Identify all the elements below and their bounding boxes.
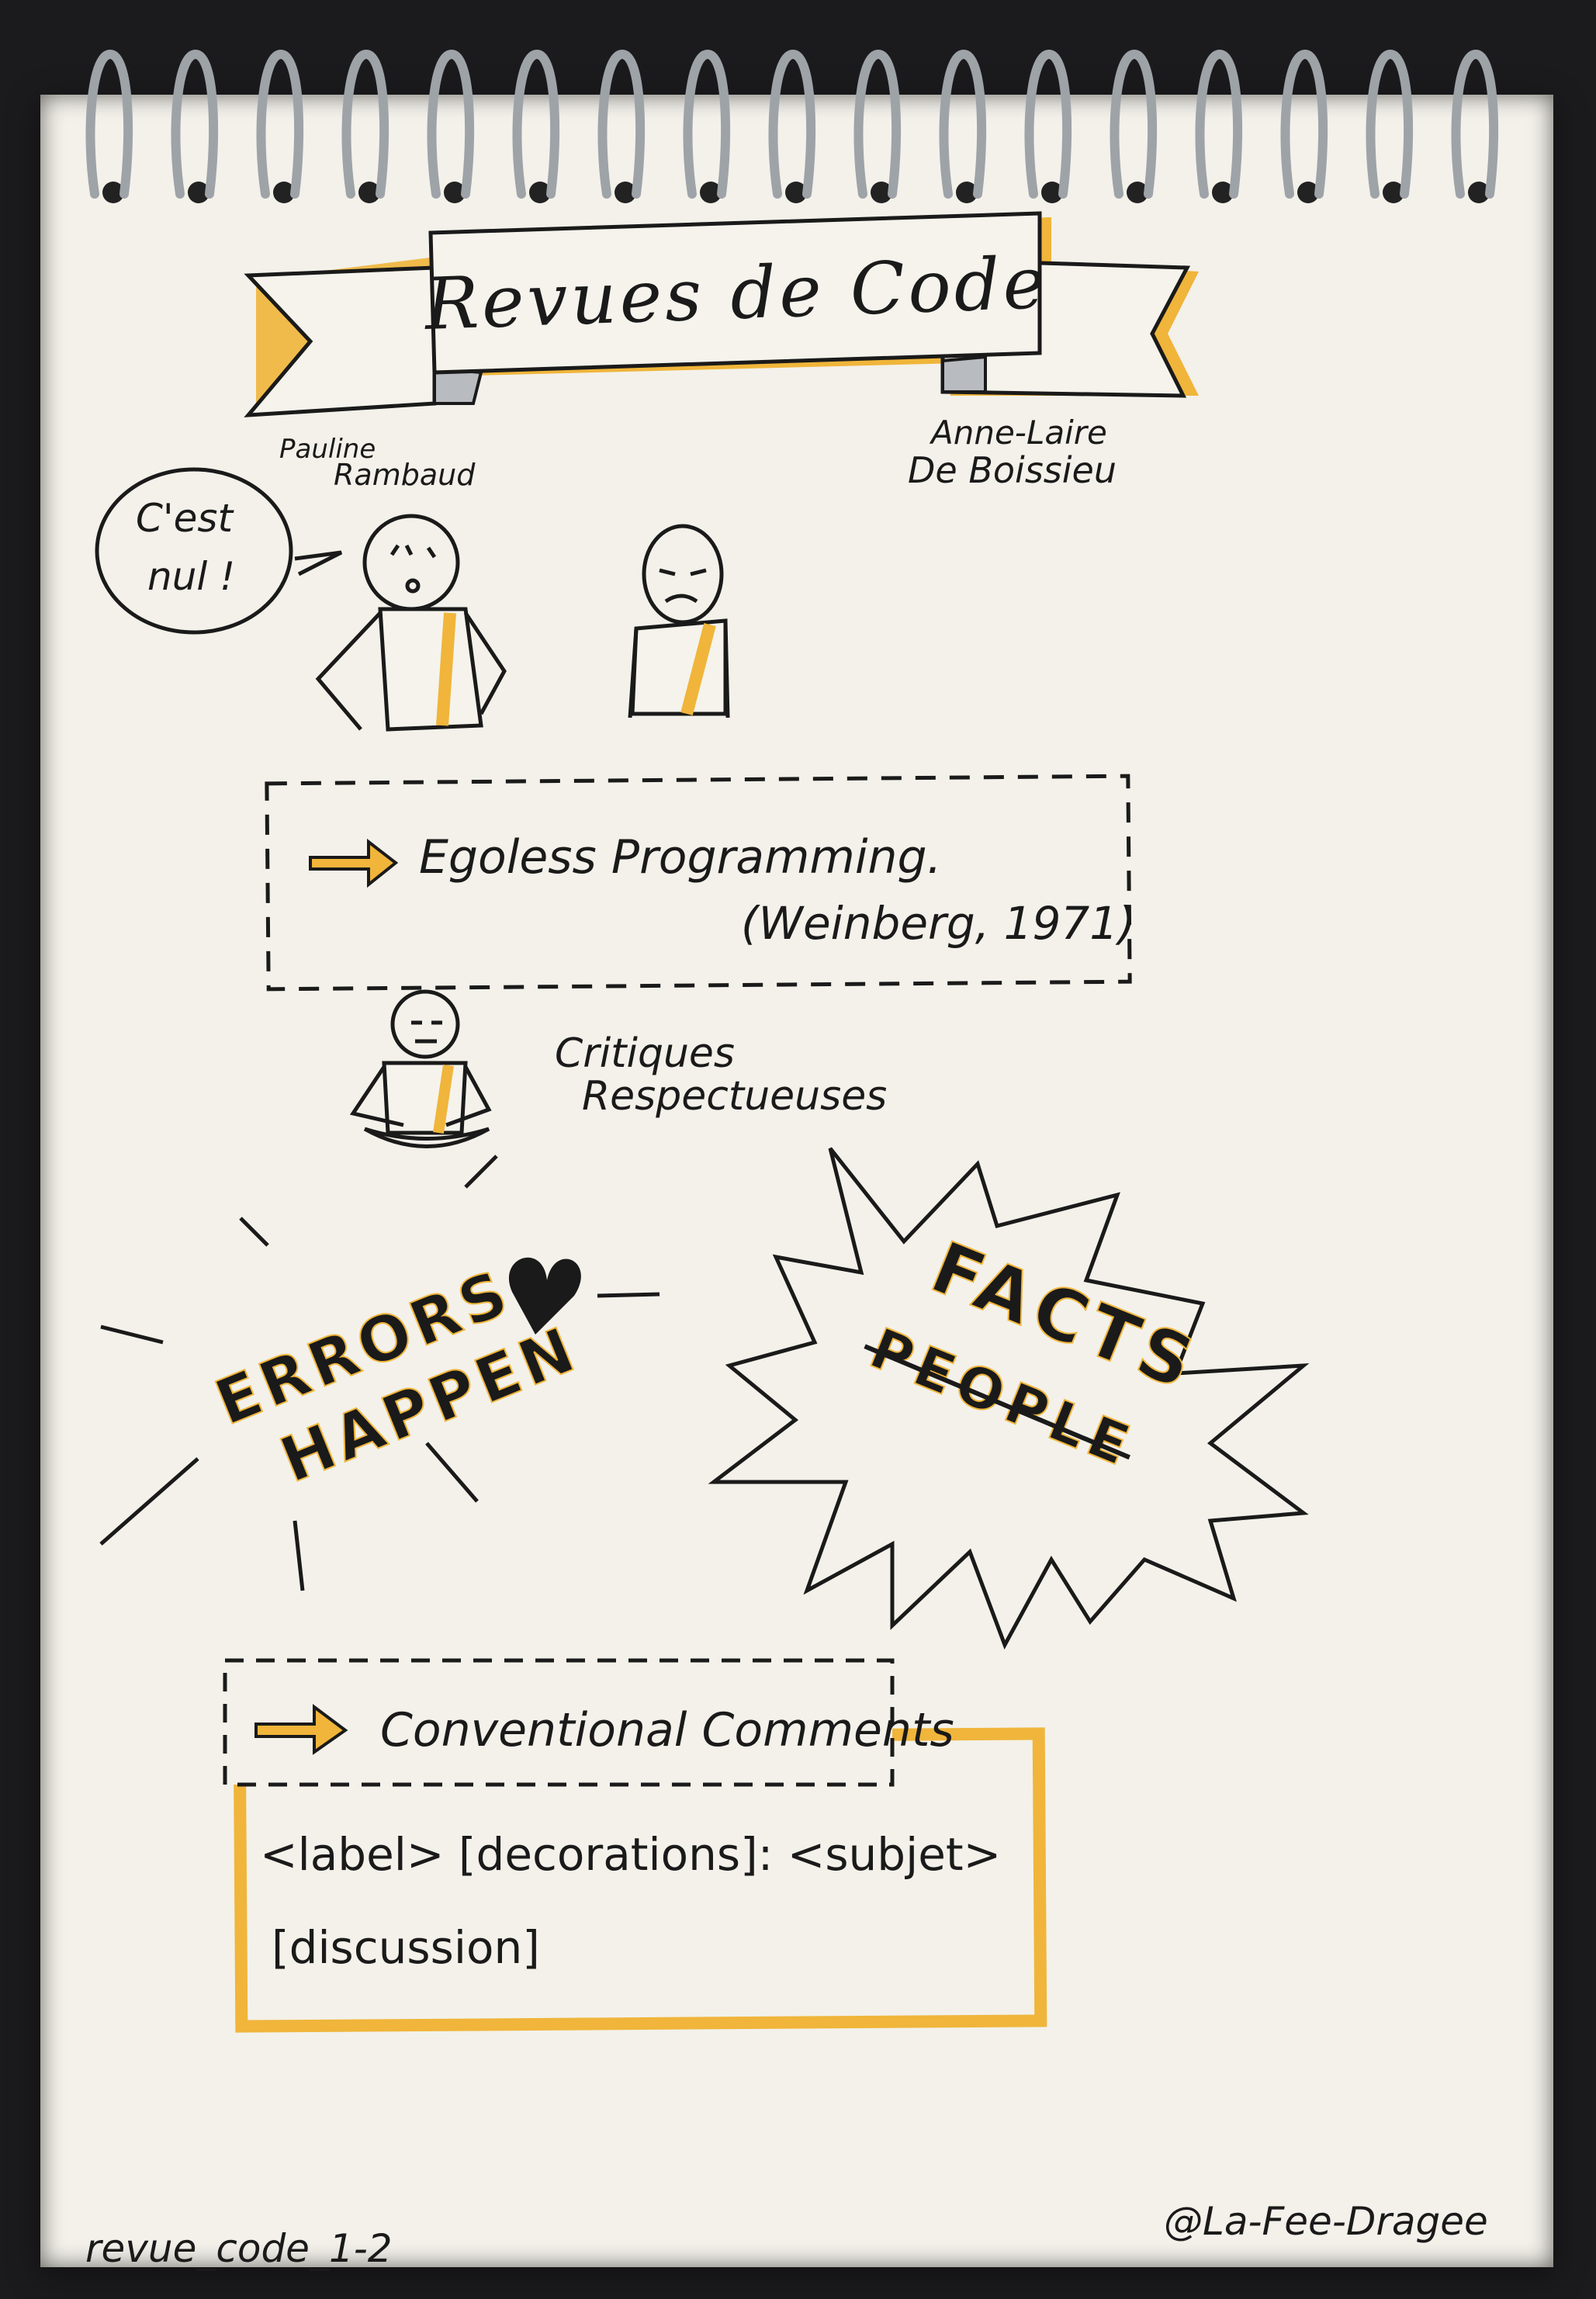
arrow-icon [254,1704,348,1755]
binding-ring [1110,49,1158,199]
person-figure-icon [315,514,507,732]
binding-ring [939,49,987,199]
banner-ribbon-icon: Revues de Code [244,211,1199,417]
arrow-icon [309,838,399,888]
binding-ring [427,49,475,199]
binding-hole [615,182,636,203]
binding-hole [358,182,380,203]
person-figure-icon [349,989,492,1148]
binding-hole [785,182,807,203]
burst-lines [99,1155,660,1591]
binding-hole [1127,182,1148,203]
binding-hole [444,182,466,203]
binding-ring [1195,49,1243,199]
binding-ring [256,49,304,199]
binding-ring [1024,49,1072,199]
binding-ring [512,49,560,199]
binding-ring [341,49,389,199]
binding-ring [853,49,902,199]
binding-ring [1280,49,1328,199]
binding-ring [597,49,646,199]
binding-hole [1212,182,1234,203]
binding-hole [273,182,295,203]
binding-hole [1468,182,1490,203]
binding-hole [188,182,209,203]
binding-ring [683,49,731,199]
binding-ring [85,49,133,199]
person-figure-icon [628,524,730,718]
spiral-binding-icon [85,49,1499,203]
critiques-line-2: Respectueuses [582,1073,887,1120]
binding-hole [1041,182,1063,203]
binding-ring [768,49,816,199]
conventional-line-1: <label> [decorations]: <subjet> [260,1828,1001,1881]
conventional-label: Conventional Comments [380,1703,954,1757]
binding-hole [700,182,722,203]
heart-icon [508,1257,581,1335]
speech-bubble: C'est nul ! [95,467,343,635]
binding-hole [956,182,978,203]
binding-hole [1297,182,1319,203]
binding-ring [1366,49,1414,199]
binding-hole [1383,182,1404,203]
egoless-citation: (Weinberg, 1971) [741,897,1136,950]
strikethrough [864,1344,1130,1460]
binding-hole [102,182,124,203]
notebook-page [40,95,1553,2267]
bubble-line-1: C'est [136,496,234,541]
footer-right: @La-Fee-Dragee [1164,2199,1488,2244]
bubble-line-2: nul ! [147,554,235,599]
binding-ring [171,49,219,199]
explosion-burst-icon [708,1147,1310,1650]
conventional-line-2: [discussion] [272,1921,540,1974]
footer-left: revue_code_1-2 [85,2226,393,2271]
egoless-label: Egoless Programming. [419,830,942,885]
author-left-last: Rambaud [334,458,476,492]
author-right-first: Anne-Laire [929,414,1107,452]
author-right-last: De Boissieu [908,449,1117,491]
binding-ring [1451,49,1499,199]
binding-hole [871,182,892,203]
critiques-line-1: Critiques [555,1030,735,1077]
binding-hole [529,182,551,203]
author-left-first: Pauline [279,434,376,465]
